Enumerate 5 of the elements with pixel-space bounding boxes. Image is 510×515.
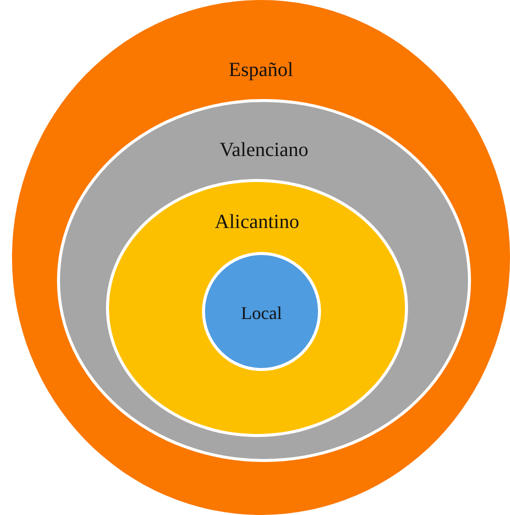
region-label: Español [228,58,294,82]
region-label: Alicantino [214,210,300,234]
region-label: Valenciano [220,138,308,162]
region-label: Local [241,302,282,325]
ellipse-region [12,0,510,515]
